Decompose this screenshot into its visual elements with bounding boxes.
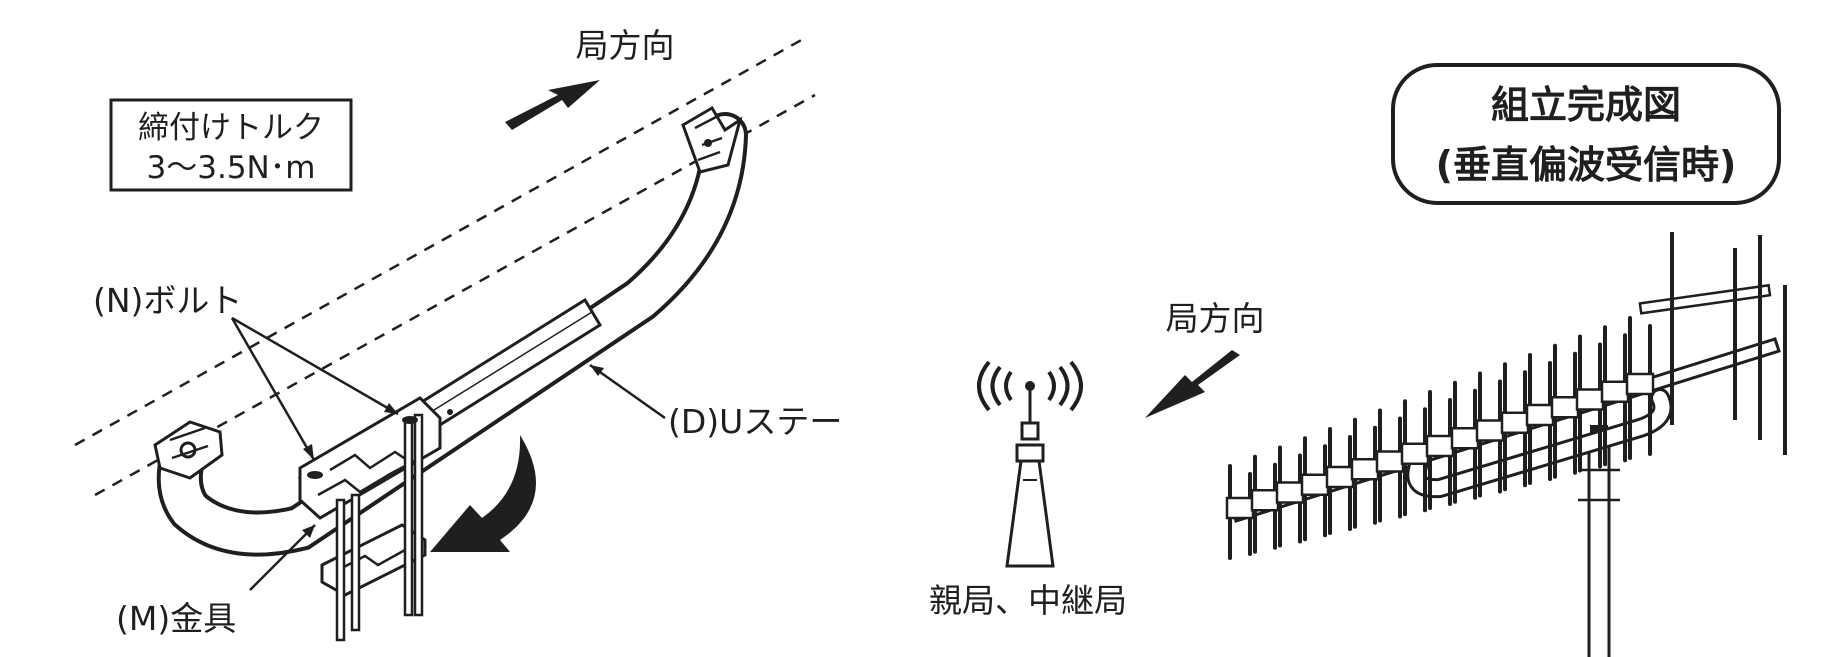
direction-label-left: 局方向 — [576, 26, 675, 65]
element-holder — [1600, 380, 1630, 403]
torque-label: 締付けトルク — [138, 110, 324, 146]
completed-assembly: 組立完成図 (垂直偏波受信時) — [1225, 63, 1787, 657]
antenna-elements — [1225, 316, 1655, 560]
u-stay-pipe — [156, 112, 748, 557]
station-label: 親局、中継局 — [929, 581, 1127, 620]
direction-label-right: 局方向 — [1166, 299, 1265, 338]
direction-arrow — [505, 80, 600, 130]
element-holder — [1375, 450, 1405, 473]
element-holder — [1475, 419, 1505, 442]
element-holder — [1625, 372, 1655, 396]
torque-value: 3～3.5N･m — [147, 150, 316, 186]
leader-bolt-2 — [231, 316, 399, 416]
element-holder — [1525, 403, 1555, 427]
rotation-arrow — [430, 435, 536, 552]
leader-bolt-1 — [230, 317, 316, 461]
torque-box — [109, 98, 353, 192]
broadcast-tower-icon — [977, 360, 1083, 568]
leader-bracket — [249, 524, 316, 591]
pipe-end-clamp-bottom — [153, 420, 224, 480]
leader-stay — [589, 363, 666, 420]
title-badge — [1391, 63, 1781, 205]
element-holder — [1250, 489, 1280, 512]
element-holder — [1575, 388, 1605, 411]
antenna-reflector — [1638, 232, 1787, 455]
element-holder — [1400, 442, 1430, 465]
title-line-1: 組立完成図 — [1491, 83, 1681, 127]
direction-arrow-right — [1145, 350, 1240, 418]
stay-label: (D)Uステー — [668, 402, 842, 441]
station-section: 局方向 親局、中継局 — [929, 299, 1265, 620]
element-holder — [1275, 481, 1305, 504]
element-holder — [1325, 465, 1355, 489]
pipe-end-clamp-top — [681, 105, 743, 174]
element-holder — [1425, 434, 1455, 458]
title-line-2: (垂直偏波受信時) — [1436, 143, 1737, 187]
bolt-label: (N)ボルト — [93, 281, 242, 320]
mounting-detail: 局方向 締付けトルク 3～3.5N･m (N)ボルト (D)Uステー (M)金具 — [74, 26, 842, 642]
element-holder — [1450, 427, 1480, 450]
bolts-n — [307, 413, 424, 642]
bracket-label: (M)金具 — [116, 599, 236, 638]
element-holder — [1500, 411, 1530, 434]
element-holder — [1550, 396, 1580, 419]
element-holder — [1300, 473, 1330, 496]
element-holder — [1225, 496, 1255, 520]
element-holder — [1350, 458, 1380, 481]
